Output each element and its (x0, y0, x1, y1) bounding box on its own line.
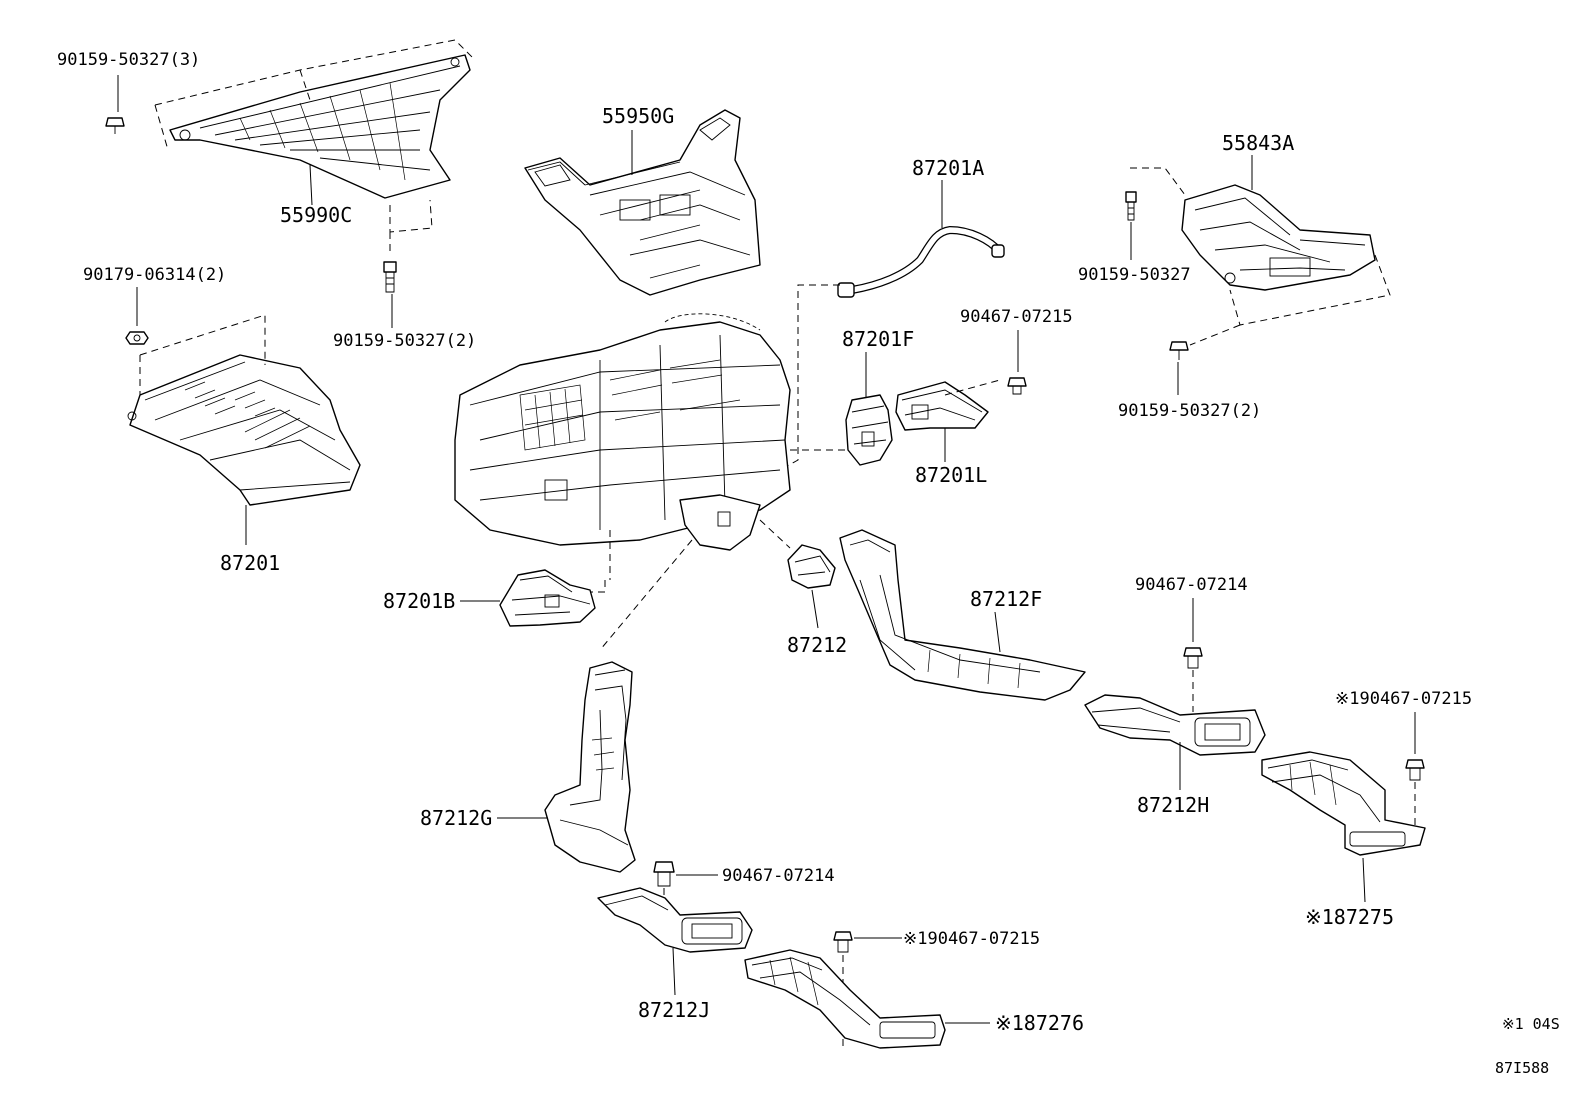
label-55950g[interactable]: 55950G (602, 104, 674, 128)
part-55843a-drawing[interactable] (1181, 184, 1376, 291)
label-90159-50327-2a[interactable]: 90159-50327(2) (333, 331, 476, 351)
label-90467-07215[interactable]: 90467-07215 (960, 307, 1073, 327)
clip-icon[interactable] (1405, 759, 1425, 781)
label-87212j[interactable]: 87212J (638, 998, 710, 1022)
part-87212g-drawing[interactable] (544, 661, 636, 873)
label-90467-07214[interactable]: 90467-07214 (1135, 575, 1248, 595)
label-90467-07214-lower[interactable]: 90467-07214 (722, 866, 835, 886)
guide-line (154, 104, 169, 151)
part-87212j-drawing[interactable] (597, 887, 753, 953)
screw-icon[interactable] (105, 117, 125, 134)
screw-icon[interactable] (383, 261, 397, 293)
footnote: ※1 04S (1502, 1015, 1560, 1033)
part-87201a-drawing[interactable] (837, 225, 1005, 298)
clip-icon[interactable] (833, 931, 853, 953)
guide-line (389, 199, 433, 233)
leader-line (811, 589, 819, 629)
part-87212h-drawing[interactable] (1084, 694, 1266, 756)
guide-line (944, 379, 1001, 396)
label-87212f[interactable]: 87212F (970, 587, 1042, 611)
guide-line (154, 39, 476, 106)
label-90159-50327-3[interactable]: 90159-50327(3) (57, 50, 200, 70)
part-87201l-drawing[interactable] (895, 381, 989, 431)
label-87212h[interactable]: 87212H (1137, 793, 1209, 817)
guide-line (1189, 324, 1241, 346)
part-55990c-drawing[interactable] (169, 54, 471, 199)
part-87201f-drawing[interactable] (845, 394, 893, 466)
label-55990c[interactable]: 55990C (280, 203, 352, 227)
label-90467-07215-lower[interactable]: ※190467-07215 (903, 929, 1040, 949)
screw-icon[interactable] (1125, 191, 1137, 221)
leader-line (1362, 857, 1366, 903)
part-87201-drawing[interactable] (127, 354, 361, 506)
part-87276-drawing[interactable] (744, 949, 946, 1049)
figure-id: 87I588 (1495, 1059, 1549, 1077)
guide-line (599, 539, 693, 651)
screw-icon[interactable] (1169, 341, 1189, 360)
label-87212g[interactable]: 87212G (420, 806, 492, 830)
part-87275-drawing[interactable] (1261, 751, 1426, 856)
leader-line (309, 164, 313, 206)
part-87201b-drawing[interactable] (499, 569, 596, 627)
part-87212-drawing[interactable] (787, 544, 836, 589)
label-90179-06314-2[interactable]: 90179-06314(2) (83, 265, 226, 285)
label-87276[interactable]: ※187276 (995, 1011, 1084, 1035)
clip-icon[interactable] (653, 861, 675, 887)
clip-icon[interactable] (1007, 377, 1027, 395)
label-87201l[interactable]: 87201L (915, 463, 987, 487)
label-87275[interactable]: ※187275 (1305, 905, 1394, 929)
leader-line (672, 947, 676, 996)
part-55950g-drawing[interactable] (524, 109, 761, 296)
label-87212[interactable]: 87212 (787, 633, 847, 657)
guide-line (779, 284, 840, 471)
clip-icon[interactable] (1183, 647, 1203, 669)
label-90467-07215-right[interactable]: ※190467-07215 (1335, 689, 1472, 709)
label-90159-50327-2b[interactable]: 90159-50327(2) (1118, 401, 1261, 421)
guide-line (575, 580, 606, 593)
nut-icon[interactable] (125, 331, 149, 345)
leader-line (994, 611, 1001, 653)
label-87201a[interactable]: 87201A (912, 156, 984, 180)
label-87201[interactable]: 87201 (220, 551, 280, 575)
heater-unit-drawing (454, 313, 791, 551)
guide-line (299, 69, 311, 101)
label-55843a[interactable]: 55843A (1222, 131, 1294, 155)
guide-line (1130, 167, 1186, 196)
guide-line (759, 519, 791, 549)
label-90159-50327[interactable]: 90159-50327 (1078, 265, 1191, 285)
label-87201f[interactable]: 87201F (842, 327, 914, 351)
label-87201b[interactable]: 87201B (383, 589, 455, 613)
part-87212f-drawing[interactable] (839, 529, 1086, 701)
